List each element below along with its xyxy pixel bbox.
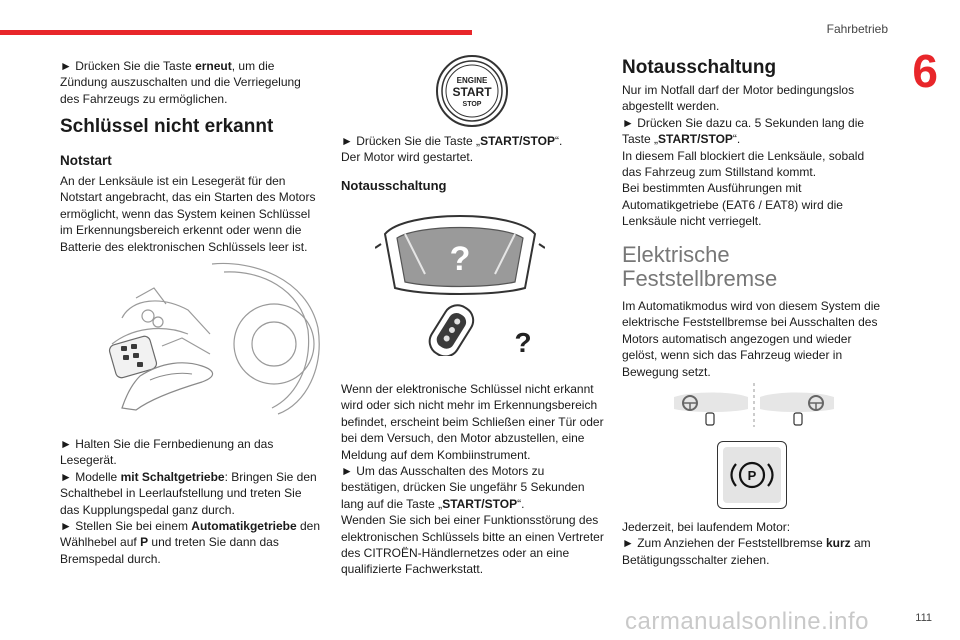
parking-brake-icon: P [730, 461, 774, 489]
page-number: 111 [915, 612, 932, 624]
button-label-stop: STOP [463, 101, 482, 108]
step-hold-remote: ► Halten Sie die Fernbedienung an das Le… [60, 437, 274, 468]
heading-electric-parking-brake: Elektrische Feststellbremse [622, 242, 778, 291]
automatic-mode-diagram [674, 383, 834, 427]
parking-brake-apply-text: Jederzeit, bei laufendem Motor: ► Zum An… [622, 520, 871, 567]
chapter-number: 6 [912, 45, 938, 97]
step-manual-gearbox: ► Modelle mit Schaltgetriebe: Bringen Si… [60, 469, 317, 517]
start-step: ► Drücken Sie die Taste „START/STOP“. De… [341, 134, 563, 165]
car-key-not-detected-illustration: ? ? [375, 215, 545, 356]
question-mark-car: ? [450, 240, 471, 278]
heading-key-not-recognized: Schlüssel nicht erkannt [60, 116, 274, 137]
engine-start-stop-button-icon: ENGINE START STOP [436, 55, 508, 127]
steering-column-reader-illustration [108, 262, 320, 415]
heading-notausschaltung-small: Notausschaltung [341, 178, 447, 193]
notstart-paragraph: An der Lenksäule ist ein Lesegerät für d… [60, 174, 316, 254]
steps-list: ► Halten Sie die Fernbedienung an das Le… [60, 436, 322, 567]
button-label-engine: ENGINE [457, 76, 488, 85]
question-mark-key: ? [514, 327, 531, 356]
watermark: carmanualsonline.info [625, 608, 869, 635]
notausschaltung-text: Nur im Notfall darf der Motor bedingungs… [622, 83, 865, 229]
svg-text:P: P [748, 468, 757, 483]
step-automatic-gearbox: ► Stellen Sie bei einem Automatikgetrieb… [60, 519, 320, 566]
intro-paragraph: ► Drücken Sie die Taste erneut, um die Z… [60, 59, 301, 106]
button-label-start: START [452, 85, 492, 99]
parking-brake-paragraph: Im Automatikmodus wird von diesem System… [622, 299, 881, 379]
header-accent-bar [0, 30, 472, 35]
section-title: Fahrbetrieb [826, 22, 888, 36]
emergency-shutdown-text: Wenn der elektronische Schlüssel nicht e… [341, 382, 604, 577]
heading-notausschaltung: Notausschaltung [622, 57, 777, 78]
heading-notstart: Notstart [60, 153, 112, 168]
parking-brake-switch: P [717, 441, 787, 509]
